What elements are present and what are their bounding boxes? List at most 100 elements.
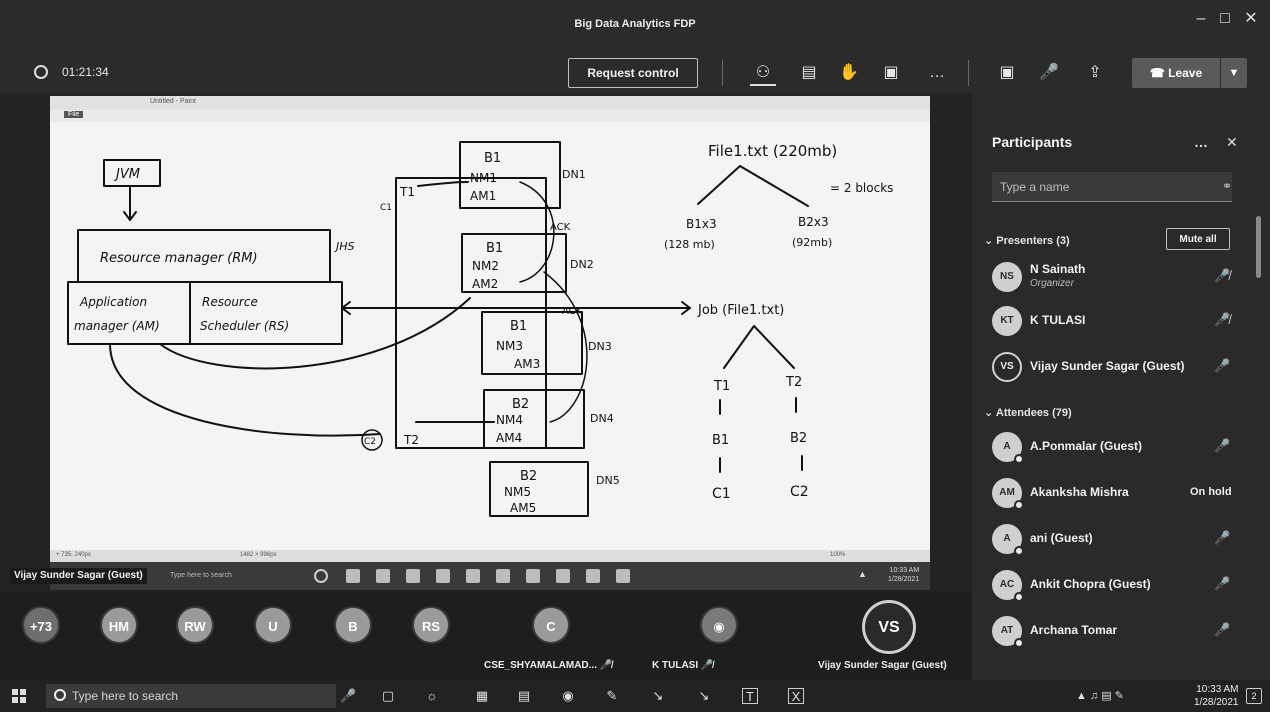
shared-app-icon bbox=[526, 569, 540, 583]
presenters-section-header[interactable]: ⌄ Presenters (3) bbox=[984, 235, 1070, 247]
shared-taskbar-search: Type here to search bbox=[170, 572, 232, 579]
jvm-box bbox=[103, 159, 161, 187]
notification-center-icon[interactable]: 2 bbox=[1246, 688, 1262, 704]
cortana-icon bbox=[54, 689, 66, 701]
teams-icon[interactable]: T bbox=[742, 688, 758, 704]
participant-name: A.Ponmalar (Guest) bbox=[1030, 439, 1143, 453]
participant-name: K TULASI bbox=[1030, 313, 1086, 327]
share-invite-icon[interactable]: ⚭ bbox=[1222, 179, 1233, 193]
participant-name: ani (Guest) bbox=[1030, 531, 1093, 545]
leave-button[interactable]: ☎ Leave bbox=[1132, 58, 1220, 88]
mic-on-icon[interactable]: 🎤 bbox=[1214, 358, 1231, 373]
participant-tile[interactable]: B bbox=[334, 606, 372, 644]
store-icon[interactable]: ▤ bbox=[517, 688, 531, 703]
presenters-header-label: Presenters (3) bbox=[996, 235, 1070, 247]
avatar: AM bbox=[992, 478, 1024, 510]
mic-off-icon[interactable]: 🎤 bbox=[1214, 576, 1231, 591]
start-icon-pane bbox=[12, 697, 18, 703]
participant-row[interactable]: AC Ankit Chopra (Guest) 🎤 bbox=[972, 564, 1252, 604]
paint-menu-bar: File bbox=[50, 110, 930, 122]
paint-zoom: 100% bbox=[830, 552, 846, 558]
note-dn2: DN2 bbox=[570, 258, 594, 271]
mic-off-icon[interactable]: 🎤 bbox=[1214, 530, 1231, 545]
app-icon[interactable]: ↘ bbox=[652, 688, 664, 703]
maximize-icon[interactable]: □ bbox=[1220, 10, 1230, 27]
note-t1: T1 bbox=[399, 185, 415, 199]
mic-off-icon[interactable]: 🎤̸ bbox=[1214, 268, 1231, 283]
people-icon[interactable]: ⚇ bbox=[750, 60, 776, 86]
note-b2x3: B2x3 bbox=[798, 215, 829, 229]
participant-row[interactable]: KT K TULASI 🎤̸ bbox=[972, 300, 1252, 340]
raise-hand-icon[interactable]: ✋ bbox=[839, 64, 859, 81]
arrowhead bbox=[681, 301, 691, 315]
participant-tile[interactable]: RS bbox=[412, 606, 450, 644]
participant-name: Vijay Sunder Sagar (Guest) bbox=[1030, 359, 1185, 373]
participant-row[interactable]: AM Akanksha Mishra On hold bbox=[972, 472, 1252, 512]
note-jhs: JHS bbox=[334, 240, 355, 253]
mic-off-icon[interactable]: 🎤 bbox=[1039, 64, 1059, 81]
note-file-size: File1.txt (220mb) bbox=[708, 142, 837, 160]
arrow-am-c2 bbox=[109, 343, 381, 437]
share-tray-icon[interactable]: ⇪ bbox=[1088, 64, 1102, 81]
shared-clock-date: 1/28/2021 bbox=[888, 576, 920, 583]
shared-app-icon bbox=[436, 569, 450, 583]
microphone-icon[interactable]: 🎤 bbox=[340, 688, 357, 703]
close-icon[interactable]: ✕ bbox=[1244, 10, 1258, 27]
participant-tile[interactable]: U bbox=[254, 606, 292, 644]
chat-icon[interactable]: ▤ bbox=[801, 64, 817, 81]
start-icon-pane bbox=[12, 689, 18, 695]
system-tray-icons[interactable]: ▲ ♫ ▤ ✎ bbox=[1076, 690, 1124, 702]
mic-off-icon[interactable]: 🎤̸ bbox=[1214, 312, 1231, 327]
presence-dot bbox=[1014, 500, 1024, 510]
paint-app-icon[interactable]: ✎ bbox=[606, 688, 618, 703]
note-b2-a: B2 bbox=[512, 397, 529, 412]
participant-tile[interactable]: HM bbox=[100, 606, 138, 644]
taskbar-search-input[interactable] bbox=[46, 684, 336, 708]
note-tree-b2: B2 bbox=[790, 431, 807, 446]
taskbar-date: 1/28/2021 bbox=[1194, 697, 1239, 708]
note-resource-2: Scheduler (RS) bbox=[200, 319, 289, 333]
presenter-name-label: Vijay Sunder Sagar (Guest) bbox=[10, 568, 147, 584]
video-strip: +73 HM RW U B RS C ◉ VS CSE_SHYAMALAMAD.… bbox=[0, 592, 972, 680]
participant-photo-tile[interactable]: ◉ bbox=[700, 606, 738, 644]
panel-scrollbar[interactable] bbox=[1256, 216, 1261, 278]
mic-off-icon[interactable]: 🎤 bbox=[1214, 438, 1231, 453]
active-speaker-tile[interactable]: VS bbox=[862, 600, 916, 654]
app-icon[interactable]: ↘ bbox=[698, 688, 710, 703]
file-tree-branches bbox=[697, 165, 809, 207]
more-actions-icon[interactable]: … bbox=[929, 64, 945, 81]
participant-tile[interactable]: C bbox=[532, 606, 570, 644]
participant-tile[interactable]: RW bbox=[176, 606, 214, 644]
file-explorer-icon[interactable]: ▦ bbox=[475, 688, 489, 703]
mute-all-button[interactable]: Mute all bbox=[1166, 228, 1230, 250]
participant-row[interactable]: A A.Ponmalar (Guest) 🎤 bbox=[972, 426, 1252, 466]
chrome-icon[interactable]: ◉ bbox=[562, 688, 574, 703]
overflow-count-tile[interactable]: +73 bbox=[22, 606, 60, 644]
mic-off-icon[interactable]: 🎤 bbox=[1214, 622, 1231, 637]
note-application-2: manager (AM) bbox=[74, 319, 160, 333]
task-view-icon[interactable]: ▢ bbox=[381, 688, 395, 703]
panel-more-options-icon[interactable]: … bbox=[1194, 134, 1208, 150]
participants-title: Participants bbox=[992, 134, 1073, 150]
windows-start-icon[interactable] bbox=[12, 689, 26, 703]
participant-row[interactable]: AT Archana Tomar 🎤 bbox=[972, 610, 1252, 650]
taskbar-clock[interactable]: 10:33 AM 1/28/2021 bbox=[1194, 683, 1239, 709]
panel-close-icon[interactable]: ✕ bbox=[1226, 134, 1238, 150]
request-control-button[interactable]: Request control bbox=[568, 58, 698, 88]
leave-options-chevron-icon[interactable]: ▼ bbox=[1221, 58, 1247, 88]
note-nm5: NM5 bbox=[504, 485, 531, 499]
toolbar-divider bbox=[722, 60, 723, 86]
minimize-icon[interactable]: – bbox=[1196, 10, 1206, 27]
participant-row[interactable]: VS Vijay Sunder Sagar (Guest) 🎤 bbox=[972, 346, 1252, 386]
participant-row[interactable]: NS N Sainath Organizer 🎤̸ bbox=[972, 256, 1252, 296]
edge-icon[interactable]: ☼ bbox=[426, 688, 438, 703]
note-tree-c2: C2 bbox=[790, 484, 809, 500]
breakout-rooms-icon[interactable]: ▣ bbox=[883, 64, 899, 81]
participant-row[interactable]: A ani (Guest) 🎤 bbox=[972, 518, 1252, 558]
presence-dot bbox=[1014, 638, 1024, 648]
excel-icon[interactable]: X bbox=[788, 688, 804, 704]
window-title: Big Data Analytics FDP bbox=[574, 18, 696, 30]
participant-search-input[interactable] bbox=[992, 172, 1232, 202]
attendees-section-header[interactable]: ⌄ Attendees (79) bbox=[984, 407, 1072, 419]
camera-off-icon[interactable]: ▣ bbox=[999, 64, 1015, 81]
